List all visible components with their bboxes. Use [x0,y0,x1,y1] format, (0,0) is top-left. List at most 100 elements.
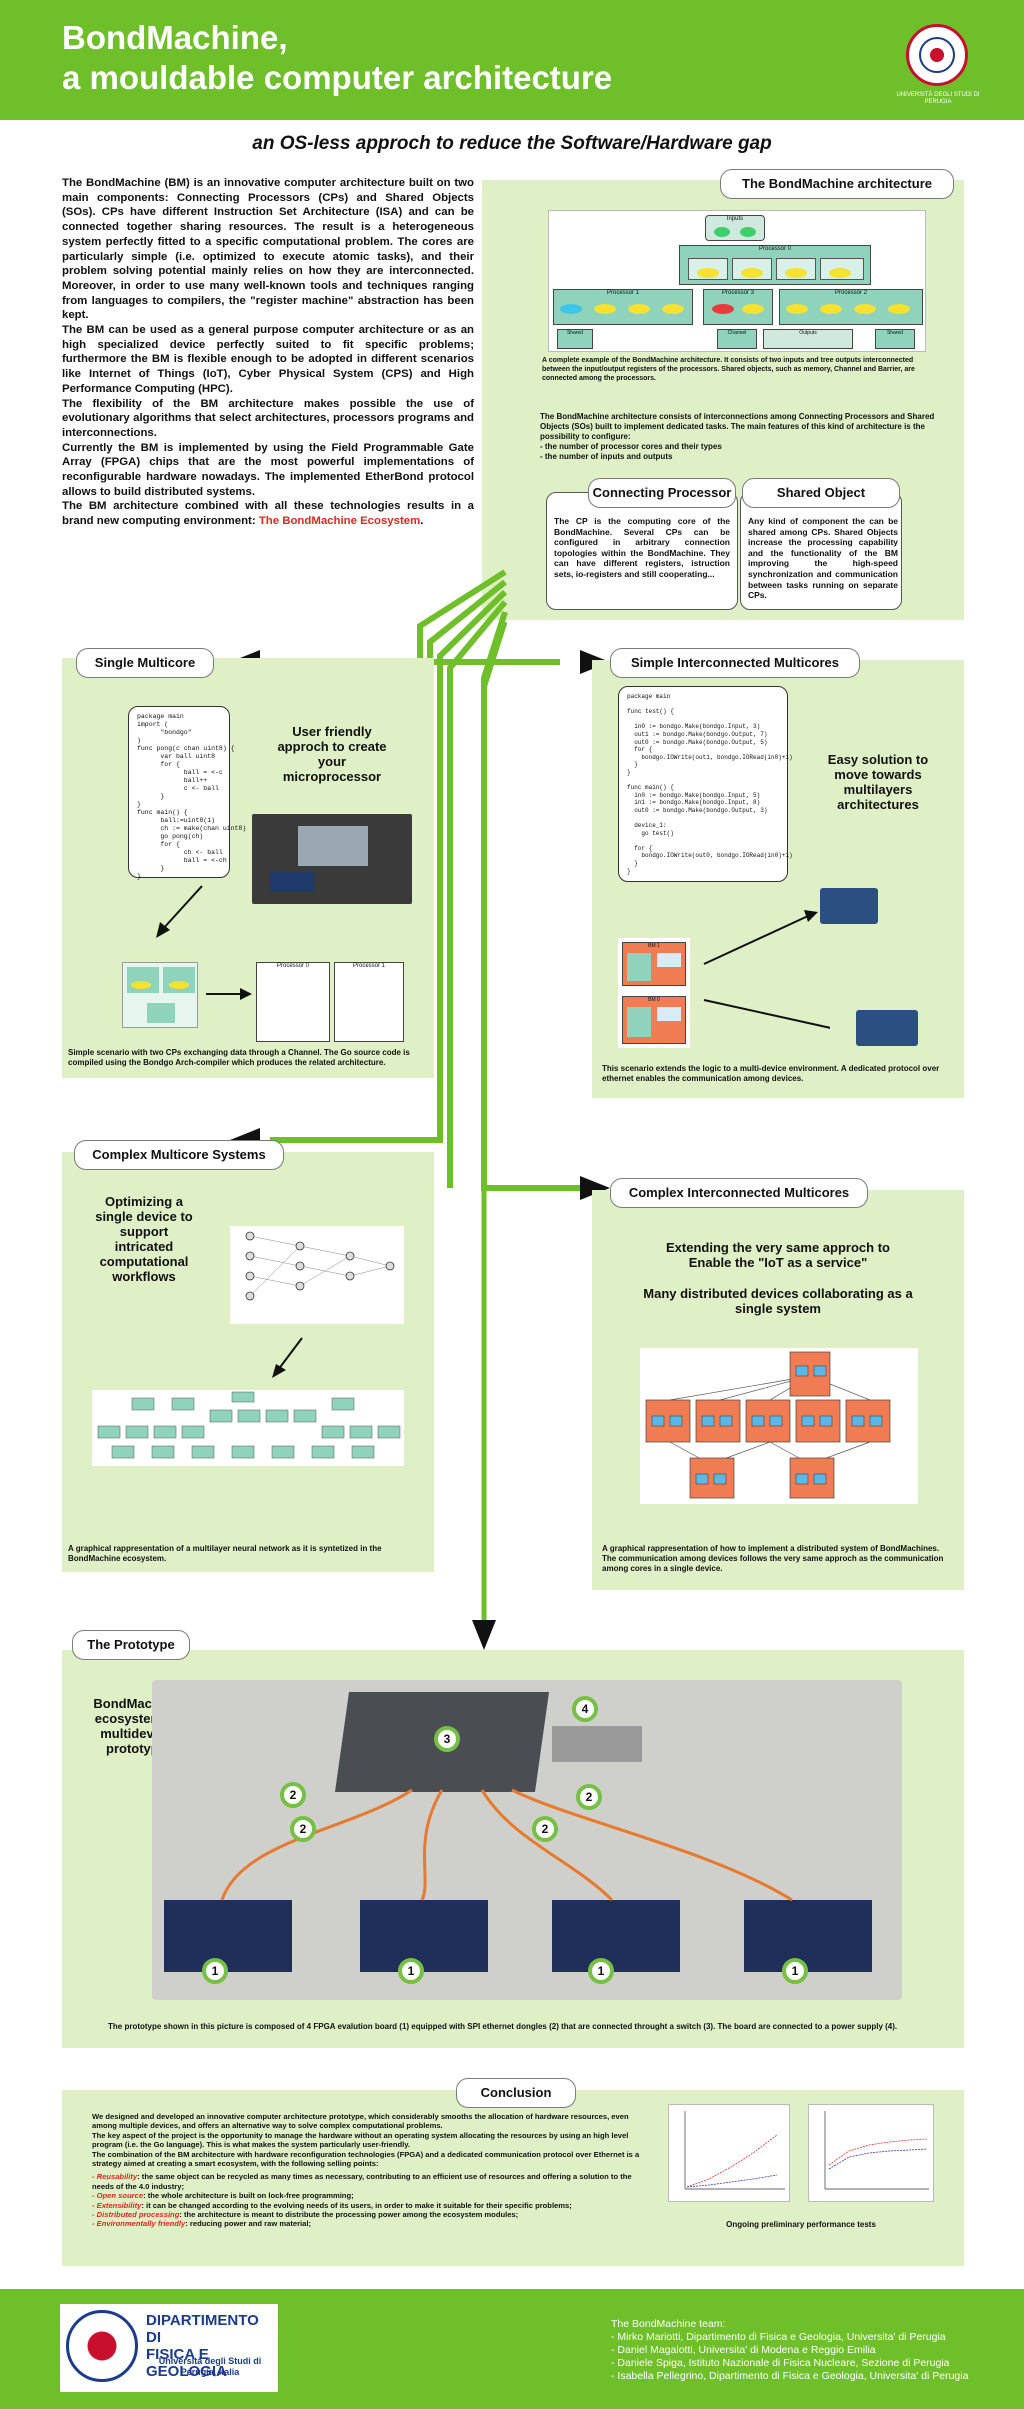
processor-0-listing-title: Processor 0 [276,963,309,969]
outputs-block: Outputs [763,329,853,349]
selling-point: - Extensibility: it can be changed accor… [92,2201,642,2210]
performance-caption: Ongoing preliminary performance tests [726,2220,876,2229]
inputs-block: Inputs [705,215,765,241]
processor-block [127,967,159,993]
complex-interconnected-caption: A graphical rappresentation of how to im… [602,1544,944,1573]
register-node [560,304,582,314]
ecosystem-link: The BondMachine Ecosystem [258,515,421,528]
single-multicore-title: Single Multicore [76,648,214,678]
prototype-title: The Prototype [72,1630,190,1660]
register-block [657,1007,681,1021]
neural-network-architecture [92,1390,404,1466]
department-line-3: Università degli Studi di [158,2356,262,2366]
register-node [697,268,719,278]
department-line-4: Perugia, Italia [180,2367,240,2377]
register-node [854,304,876,314]
marker-fpga-board: 1 [202,1958,228,1984]
fpga-board [360,1900,488,1972]
arrow-down-left [272,1337,303,1378]
arrow-down-left [156,885,203,938]
architecture-title: The BondMachine architecture [720,169,954,199]
conclusion-paragraph-2: The key aspect of the project is the opp… [92,2130,629,2150]
bm-1-block: BM 1 [622,942,686,986]
poster-subtitle: an OS-less approch to reduce the Softwar… [252,133,772,154]
shared-object-box [740,492,902,610]
selling-point: - Open source: the whole architecture is… [92,2191,642,2200]
register-node [888,304,910,314]
selling-point-text: : the architecture is meant to distribut… [179,2210,519,2220]
processor-0-listing: Processor 0 [256,962,330,1042]
marker-power-supply: 4 [572,1696,598,1722]
department-seal [66,2310,138,2382]
bm-1-label: BM 1 [648,943,660,949]
channel-block [147,1003,175,1023]
marker-fpga-board: 1 [782,1958,808,1984]
intro-paragraph-4: Currently the BM is implemented by using… [62,441,474,498]
selling-point: - Distributed processing: the architectu… [92,2210,642,2219]
marker-fpga-board: 1 [588,1958,614,1984]
selling-point-text: : it can be changed according to the evo… [141,2200,572,2210]
simple-interconnected-code: package main func test() { in0 := bondgo… [618,686,793,882]
department-logo: DIPARTIMENTO DI FISICA E GEOLOGIA Univer… [60,2304,278,2392]
selling-point-text: : reducing power and raw material; [185,2219,312,2229]
intro-paragraph-2: The BM can be used as a general purpose … [62,324,474,395]
register-node [594,304,616,314]
architecture-figure-caption: A complete example of the BondMachine ar… [542,357,915,382]
laptop-screen [298,826,368,866]
neural-network-diagram [230,1226,404,1324]
marker-switch: 3 [434,1726,460,1752]
input-node [740,227,756,237]
poster-title: BondMachine, a mouldable computer archit… [62,18,612,98]
complex-multicore-panel [62,1152,434,1572]
selling-points-list: - Reusability: the same object can be re… [92,2172,642,2228]
processor-2-block: Processor 2 [779,289,923,325]
performance-chart-1 [668,2104,790,2202]
bm-0-label: BM 0 [648,997,660,1003]
register-node [786,304,808,314]
university-name: Università degli Studi di Perugia, Itali… [146,2356,274,2378]
register-block [732,258,772,280]
intro-p5-end: . [420,515,424,528]
title-line-2: a mouldable computer architecture [62,59,613,96]
processor-3-label: Processor 3 [721,290,754,296]
inputs-label: Inputs [726,216,744,222]
team-list: The BondMachine team: - Mirko Mariotti, … [611,2318,968,2383]
connecting-processor-text: The CP is the computing core of the Bond… [554,516,730,579]
performance-chart-2 [808,2104,934,2202]
register-node [628,304,650,314]
prototype-caption: The prototype shown in this picture is c… [108,2022,898,2031]
user-friendly-label: User friendly approch to create your mic… [277,724,387,784]
selling-point-text: : the same object can be recycled as man… [92,2172,632,2191]
laptop-photo [252,814,412,904]
university-logo [906,24,968,86]
conclusion-paragraph-3: The combination of the BM architecture w… [92,2149,640,2169]
processor-block [163,967,195,993]
bm-devices-diagram: BM 1 BM 0 [618,938,690,1048]
shared-block: Shared [875,329,915,349]
complex-multicore-caption: A graphical rappresentation of a multila… [68,1544,382,1563]
performance-plot-1 [684,2111,785,2190]
selling-point-key: - Environmentally friendly [92,2219,186,2229]
team-member: - Isabella Pellegrino, Dipartimento di F… [611,2370,969,2382]
fpga-board-photo [820,888,878,924]
processor-1-listing: Processor 1 [334,962,404,1042]
fpga-board [270,872,314,892]
performance-plot-2 [824,2111,929,2190]
ethernet-cables [220,1788,793,1902]
shared-object-title: Shared Object [742,478,900,508]
department-name: DIPARTIMENTO DI FISICA E GEOLOGIA [146,2312,274,2380]
marker-ethernet-dongle: 2 [532,1816,558,1842]
register-block [820,258,864,280]
register-node [662,304,684,314]
extending-label: Extending the very same approch to Enabl… [666,1240,890,1270]
bm-0-block: BM 0 [622,996,686,1044]
shared-label: Shared [566,330,584,336]
register-node [169,981,189,989]
processor-0-block: Processor 0 [679,245,871,285]
register-block [657,953,681,967]
register-block [688,258,728,280]
prototype-photo [152,1680,902,2000]
architecture-bullet-2: - the number of inputs and outputs [540,452,673,461]
processor-block [627,1007,651,1037]
team-member: - Mirko Mariotti, Dipartimento di Fisica… [611,2331,946,2343]
